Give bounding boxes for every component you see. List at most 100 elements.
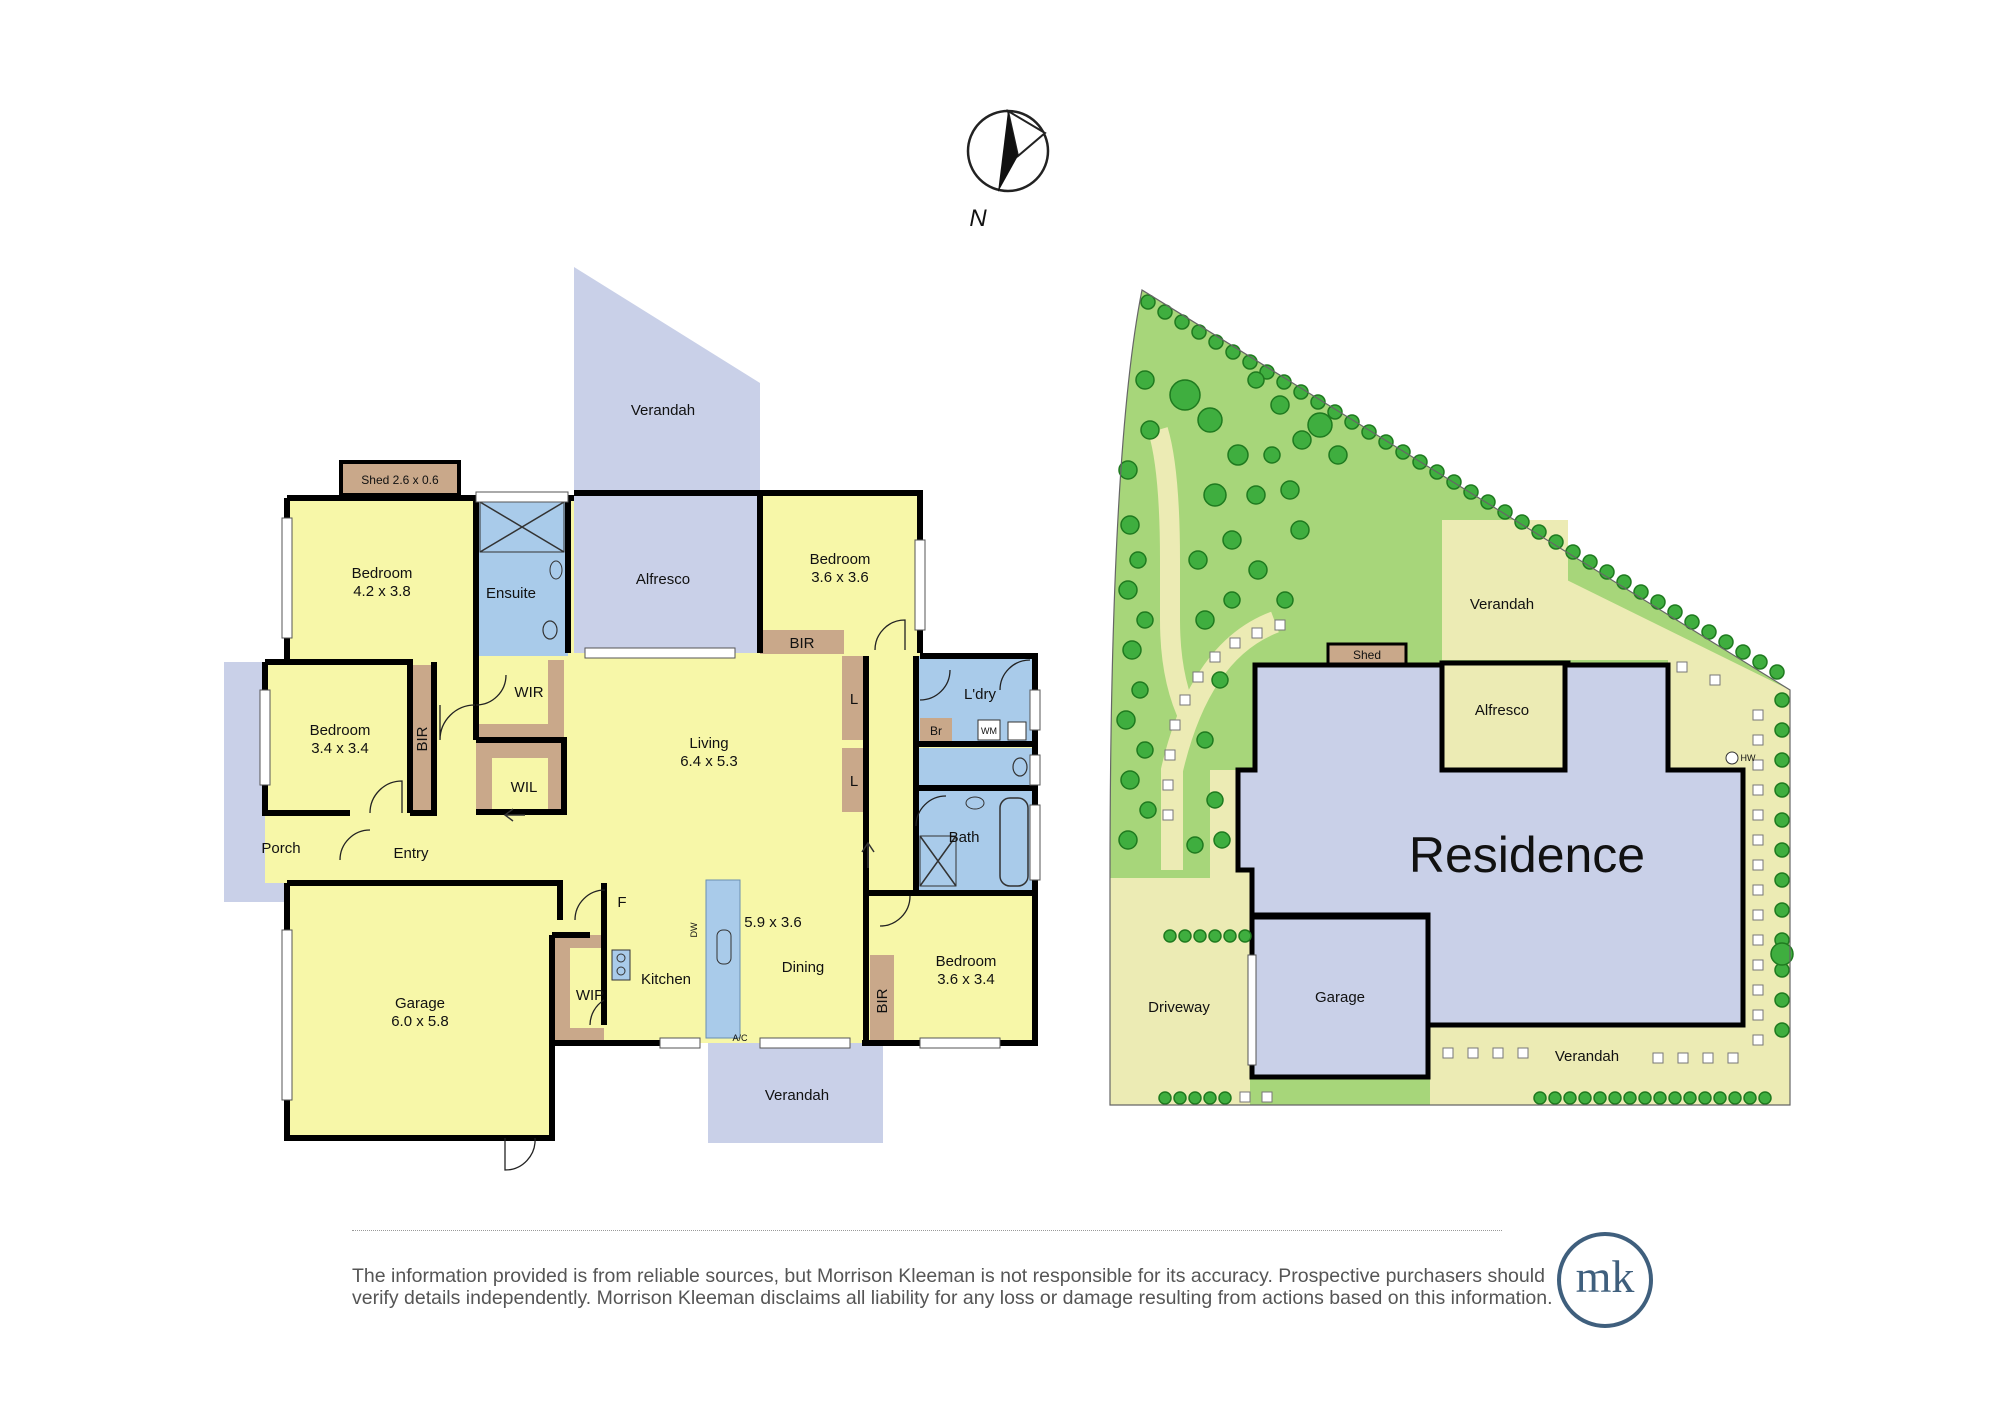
bath-label: Bath (949, 829, 980, 846)
bir-left-box (410, 665, 434, 813)
washing-machine-icon (977, 719, 1001, 741)
porch-label: Porch (261, 840, 300, 857)
door-swing (369, 780, 403, 814)
dining-label: Dining (782, 959, 825, 976)
site-alfresco-label: Alfresco (1475, 702, 1529, 719)
door-swing (915, 795, 947, 827)
door-swing (919, 669, 951, 701)
bedroom-3-size: 3.4 x 3.4 (311, 740, 369, 757)
window (1029, 689, 1041, 731)
paving-stones (1162, 619, 1764, 1103)
linen-2-label: L (850, 773, 858, 790)
washing-machine-label: WM (981, 726, 997, 736)
verandah-rear-area (574, 267, 760, 493)
window (1029, 754, 1041, 786)
arrow-icon (503, 808, 525, 822)
kitchen-label: Kitchen (641, 971, 691, 988)
ensuite-basin-icon (549, 560, 563, 580)
toilet-icon (1012, 757, 1028, 777)
wil-label: WIL (511, 779, 538, 796)
verandah-rear-label: Verandah (631, 402, 695, 419)
ensuite-label: Ensuite (486, 585, 536, 602)
cooktop-icon (611, 949, 631, 981)
curved-path (1148, 427, 1200, 725)
driveway-area (1110, 878, 1250, 1105)
door-swing (339, 829, 371, 861)
disclaimer-line-1: The information provided is from reliabl… (352, 1265, 1545, 1287)
wir-label: WIR (514, 684, 543, 701)
wir-inner (476, 660, 548, 724)
bir-right-label: BIR (874, 988, 891, 1013)
door-swing (504, 1137, 536, 1171)
disclaimer-line-2: verify details independently. Morrison K… (352, 1287, 1553, 1309)
window (659, 1037, 701, 1049)
entry-label: Entry (393, 845, 429, 862)
linen-1-box (842, 656, 866, 740)
linen-2-box (842, 748, 866, 812)
fridge-label: F (617, 894, 626, 911)
site-shed-label: Shed (1353, 648, 1381, 662)
bir-top-box (760, 630, 844, 654)
alfresco-site-area (1439, 660, 1571, 776)
ensuite-area (476, 498, 568, 656)
alfresco-area (574, 493, 760, 653)
site-boundary (1109, 289, 1791, 1106)
bedroom-1-label: Bedroom (352, 565, 413, 582)
site-verandah-top-label: Verandah (1470, 596, 1534, 613)
door-swing (475, 674, 507, 706)
paving-east (1445, 520, 1790, 1105)
site-garage-label: Garage (1315, 989, 1365, 1006)
paving-south (1430, 1025, 1790, 1105)
shower-icon (919, 835, 957, 887)
dishwasher-label: DW (689, 922, 699, 937)
wil-inner (492, 758, 548, 812)
ensuite-shower-cross-icon (479, 501, 565, 553)
living-size: 6.4 x 5.3 (680, 753, 738, 770)
site-verandah-bottom-label: Verandah (1555, 1048, 1619, 1065)
house-floor-plan: Verandah Shed 2.6 x 0.6 Bedroom 4.2 x 3.… (224, 267, 1041, 1171)
sink-icon (716, 929, 732, 965)
window (584, 647, 736, 659)
bedroom-2-size: 3.6 x 3.6 (811, 569, 869, 586)
basin-icon (965, 796, 985, 810)
broom-cupboard-label: Br (930, 724, 942, 738)
bir-top-label: BIR (789, 635, 814, 652)
site-driveway-label: Driveway (1148, 999, 1210, 1016)
bedroom-4-label: Bedroom (936, 953, 997, 970)
verandah-site-top (1442, 520, 1568, 660)
bir-left-label: BIR (414, 726, 431, 751)
hot-water-icon (1725, 751, 1739, 765)
garage-size: 6.0 x 5.8 (391, 1013, 449, 1030)
door-swing (589, 999, 605, 1026)
shed-site-box (1326, 642, 1408, 666)
window (759, 1037, 851, 1049)
door-swing (574, 889, 606, 921)
burner-icon (616, 953, 626, 963)
dining-size: 5.9 x 3.6 (744, 914, 802, 931)
wip-label: WIP (576, 987, 604, 1004)
bedroom-2-label: Bedroom (810, 551, 871, 568)
kitchen-island (705, 879, 741, 1039)
garage-label: Garage (395, 995, 445, 1012)
window (914, 539, 926, 631)
ac-label: A/C (732, 1033, 748, 1043)
window (281, 517, 293, 639)
alfresco-label: Alfresco (636, 571, 690, 588)
bir-right-box (870, 955, 894, 1043)
north-compass-icon: N (966, 108, 1050, 232)
shower-cross-icon (919, 835, 957, 887)
window (281, 929, 293, 1101)
laundry-label: L'dry (964, 686, 997, 703)
door-swing (879, 895, 911, 927)
burner-icon (616, 966, 626, 976)
bedroom-1-size: 4.2 x 3.8 (353, 583, 411, 600)
wip-inner (570, 948, 604, 1028)
arrow-icon (861, 841, 875, 868)
site-plan: Verandah Shed Alfresco HW Residence Driv… (1109, 289, 1794, 1106)
window (919, 1037, 1001, 1049)
window (1247, 954, 1257, 1066)
shed-box (339, 460, 461, 497)
site-residence-label: Residence (1409, 827, 1645, 883)
window (475, 491, 569, 503)
